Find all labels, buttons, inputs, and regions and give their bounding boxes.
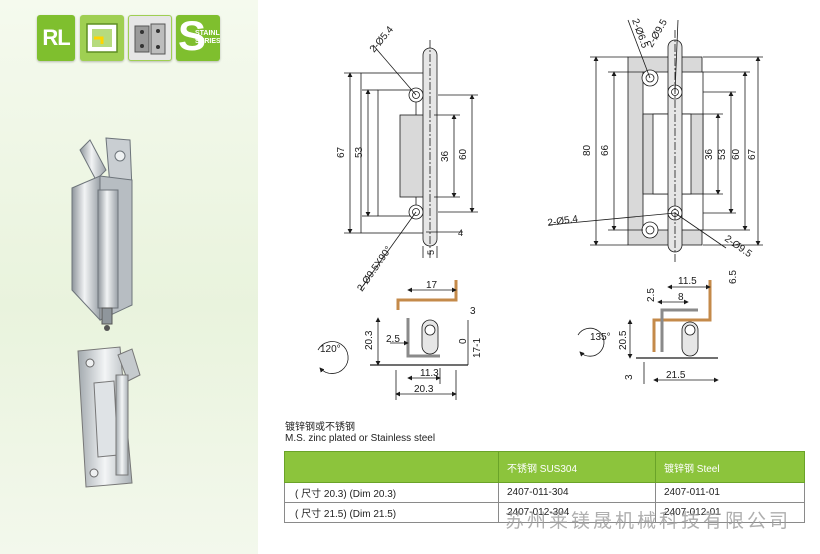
left-dim-20-3-vertical: 20.3 [364, 330, 375, 350]
left-dim-3: 3 [470, 306, 476, 317]
table-row: ( 尺寸 20.3) (Dim 20.3) 2407-011-304 2407-… [284, 482, 805, 503]
left-hole-bottom-label: 2-Ø9.5X90° [355, 245, 394, 294]
material-caption-cn: 镀锌钢或不锈钢 [285, 422, 355, 433]
technical-drawing: 2-Ø5.4 67 53 36 60 2-Ø9.5X90° 5 4 17 3 2… [317, 17, 763, 400]
row-dimension: ( 尺寸 20.3) (Dim 20.3) [284, 482, 499, 503]
spec-table-header: 不锈钢 SUS304 镀锌钢 Steel [284, 451, 805, 483]
hinge-photo-open [77, 346, 141, 488]
hinge-icon [128, 15, 172, 61]
row-stainless-code: 2407-011-304 [498, 482, 656, 503]
right-dim-36: 36 [704, 148, 715, 160]
left-dim-5: 5 [426, 250, 436, 255]
right-dim-20-5: 20.5 [618, 330, 629, 350]
right-angle-label: 135° [590, 332, 611, 343]
hinge-photo-closed [71, 137, 133, 331]
right-front-view [547, 19, 763, 262]
right-dim-11-5: 11.5 [678, 276, 697, 287]
left-dim-17: 17 [426, 280, 438, 291]
right-hole-mid-label: 2-Ø5.4 [547, 214, 579, 229]
left-front-view [344, 40, 478, 291]
right-dim-53: 53 [717, 148, 728, 160]
product-panel: RL S STAINLESS SERIES [0, 0, 258, 554]
material-caption-en: M.S. zinc plated or Stainless steel [285, 433, 436, 444]
row-stainless-code: 2407-012-304 [498, 502, 656, 523]
left-angle-label: 120° [320, 344, 341, 355]
left-dim-36: 36 [440, 150, 451, 162]
left-dim-4: 4 [458, 228, 463, 238]
stainless-badge-text: STAINLESS SERIES [195, 30, 220, 45]
right-dim-67: 67 [747, 148, 758, 160]
header-cell-blank [284, 451, 499, 483]
rl-badge-text: RL [42, 25, 70, 50]
header-cell-steel: 镀锌钢 Steel [655, 451, 805, 483]
row-steel-code: 2407-012-01 [655, 502, 805, 523]
row-dimension: ( 尺寸 21.5) (Dim 21.5) [284, 502, 499, 523]
right-dim-6-5: 6.5 [728, 270, 739, 284]
rl-badge: RL [37, 15, 75, 61]
stainless-series-badge: S STAINLESS SERIES [176, 15, 220, 61]
right-dim-21-5: 21.5 [666, 370, 686, 381]
left-dim-60: 60 [458, 148, 469, 160]
right-dim-3: 3 [624, 374, 635, 380]
hinge-badge-graphic [134, 23, 166, 55]
right-dim-2-5: 2.5 [646, 288, 657, 302]
plate-badge-graphic [86, 23, 118, 53]
left-dim-2-5: 2.5 [386, 334, 400, 345]
table-row: ( 尺寸 21.5) (Dim 21.5) 2407-012-304 2407-… [284, 502, 805, 523]
right-hole-bottom-label: 2-Ø9.5 [722, 233, 754, 260]
left-dim-0: 0 [458, 338, 469, 344]
left-hole-top-label: 2-Ø5.4 [368, 24, 396, 55]
left-dim-11-3: 11.3 [420, 368, 439, 379]
stainless-badge-letter: S [178, 15, 207, 59]
left-dim-17-1: 17-1 [472, 338, 483, 358]
right-side-view [577, 280, 719, 384]
right-hole-top-b-label: 2-Ø9.5 [645, 17, 670, 49]
spec-table: 不锈钢 SUS304 镀锌钢 Steel ( 尺寸 20.3) (Dim 20.… [284, 451, 805, 523]
right-dim-80: 80 [582, 144, 593, 156]
row-steel-code: 2407-011-01 [655, 482, 805, 503]
left-dim-53: 53 [354, 146, 365, 158]
right-dim-66: 66 [600, 144, 611, 156]
right-dim-8: 8 [678, 292, 684, 303]
left-side-view [317, 280, 469, 400]
left-dim-67: 67 [336, 146, 347, 158]
company-watermark: 苏州莱镁晟机械科技有限公司 [505, 511, 792, 532]
left-dim-20-3-horizontal: 20.3 [414, 384, 434, 395]
header-cell-stainless: 不锈钢 SUS304 [498, 451, 656, 483]
zinc-plate-icon [80, 15, 124, 61]
right-dim-60: 60 [731, 148, 742, 160]
